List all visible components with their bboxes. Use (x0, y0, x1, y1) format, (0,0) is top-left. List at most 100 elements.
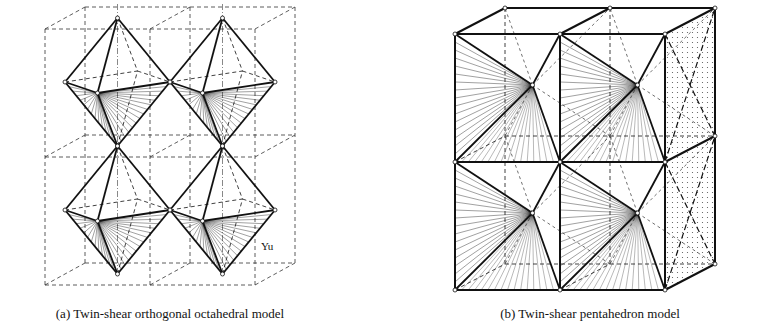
hatch-line (494, 213, 532, 290)
hatch-line (527, 213, 532, 290)
hatch-line (632, 213, 637, 290)
octahedron-edge (98, 18, 118, 93)
author-mark: Yu (259, 240, 275, 252)
hatch-line (455, 213, 533, 266)
cube-edge (560, 8, 610, 34)
octahedron-edge (118, 82, 171, 146)
hatch-line (638, 213, 659, 290)
vertex-dot (713, 6, 717, 10)
octahedron-edge (203, 146, 223, 221)
hatch-line (560, 58, 638, 85)
octahedron-edge (170, 82, 203, 93)
grid-line (255, 263, 295, 285)
hatch-line (560, 85, 638, 90)
cube-edge (455, 161, 665, 163)
hatch-line (606, 85, 638, 162)
cube-edge (455, 33, 665, 35)
face-diagonal (665, 34, 715, 136)
hatch-line (560, 50, 638, 85)
vertex-dot (116, 144, 120, 148)
hatch-line (95, 221, 98, 247)
hidden-edge (533, 213, 611, 264)
hatch-line (560, 66, 638, 85)
octahedron-edge (98, 82, 171, 93)
octahedron-edge (223, 210, 276, 274)
vertex-dot (636, 211, 640, 215)
hatch-line (455, 50, 533, 85)
hatch-line (98, 93, 148, 109)
hatch-line (619, 85, 637, 162)
vertex-dot (63, 80, 67, 84)
hidden-edge (610, 136, 638, 213)
octahedron-edge (118, 146, 171, 210)
vertex-dot (168, 208, 172, 212)
hatch-line (189, 93, 203, 105)
hatch-line (560, 42, 638, 85)
octahedron-edge (118, 210, 171, 274)
hatch-line (80, 221, 98, 228)
octahedral-model (45, 4, 295, 285)
vertex-dot (168, 208, 172, 212)
hatch-line (481, 85, 532, 162)
hatch-line (560, 85, 638, 114)
face-diagonal (665, 8, 715, 162)
face-diagonal (665, 136, 715, 290)
vertex-dot (273, 208, 277, 212)
grid-line (150, 7, 190, 29)
hatch-line (455, 194, 533, 213)
vertex-dot (168, 80, 172, 84)
vertex-dot (221, 272, 225, 276)
vertex-dot (201, 91, 205, 95)
vertex-dot (713, 262, 717, 266)
vertex-dot (558, 288, 562, 292)
hatch-line (586, 85, 637, 162)
vertex-dot (636, 83, 640, 87)
octahedron-edge (98, 221, 118, 274)
hatch-line (632, 85, 637, 162)
pyramid-edge (533, 213, 561, 290)
pyramid-edge (638, 34, 666, 85)
cube-edge (664, 34, 666, 290)
axis-line (117, 4, 118, 274)
hatch-line (560, 213, 638, 218)
hidden-edge (638, 85, 716, 136)
cube-edge (455, 289, 665, 291)
vertex-dot (503, 6, 507, 10)
pyramid-edge (560, 213, 638, 290)
hatch-line (80, 93, 98, 100)
pyramid-edge (455, 213, 533, 290)
hatch-line (573, 85, 637, 162)
hatch-line (638, 85, 652, 162)
pyramid-edge (455, 34, 533, 85)
hidden-edge (610, 8, 638, 85)
hatch-line (533, 85, 547, 162)
hatch-line (586, 213, 637, 290)
vertex-dot (531, 211, 535, 215)
hatch-line (455, 85, 533, 114)
hidden-edge (533, 8, 611, 85)
hatch-line (455, 85, 533, 138)
hatch-line (580, 213, 638, 290)
hatch-line (580, 85, 638, 162)
hatch-line (560, 213, 638, 250)
pentahedron-model (453, 6, 717, 292)
octahedron-edge (203, 221, 223, 274)
cube-edge (665, 264, 715, 290)
hatch-line (455, 178, 533, 213)
hatch-line (203, 93, 253, 109)
vertex-dot (663, 288, 667, 292)
hidden-edge (533, 85, 611, 136)
cube-edge (559, 34, 561, 290)
pyramid-edge (560, 34, 638, 85)
hatch-line (560, 213, 638, 266)
hatch-line (455, 58, 533, 85)
cube-edge (455, 8, 505, 34)
octahedron-edge (65, 210, 98, 221)
hatch-line (475, 85, 533, 162)
grid-line (45, 135, 85, 157)
hatch-line (185, 93, 203, 100)
grid-line (150, 263, 190, 285)
hatch-line (455, 42, 533, 85)
vertex-dot (116, 144, 120, 148)
hatch-line (560, 85, 638, 138)
